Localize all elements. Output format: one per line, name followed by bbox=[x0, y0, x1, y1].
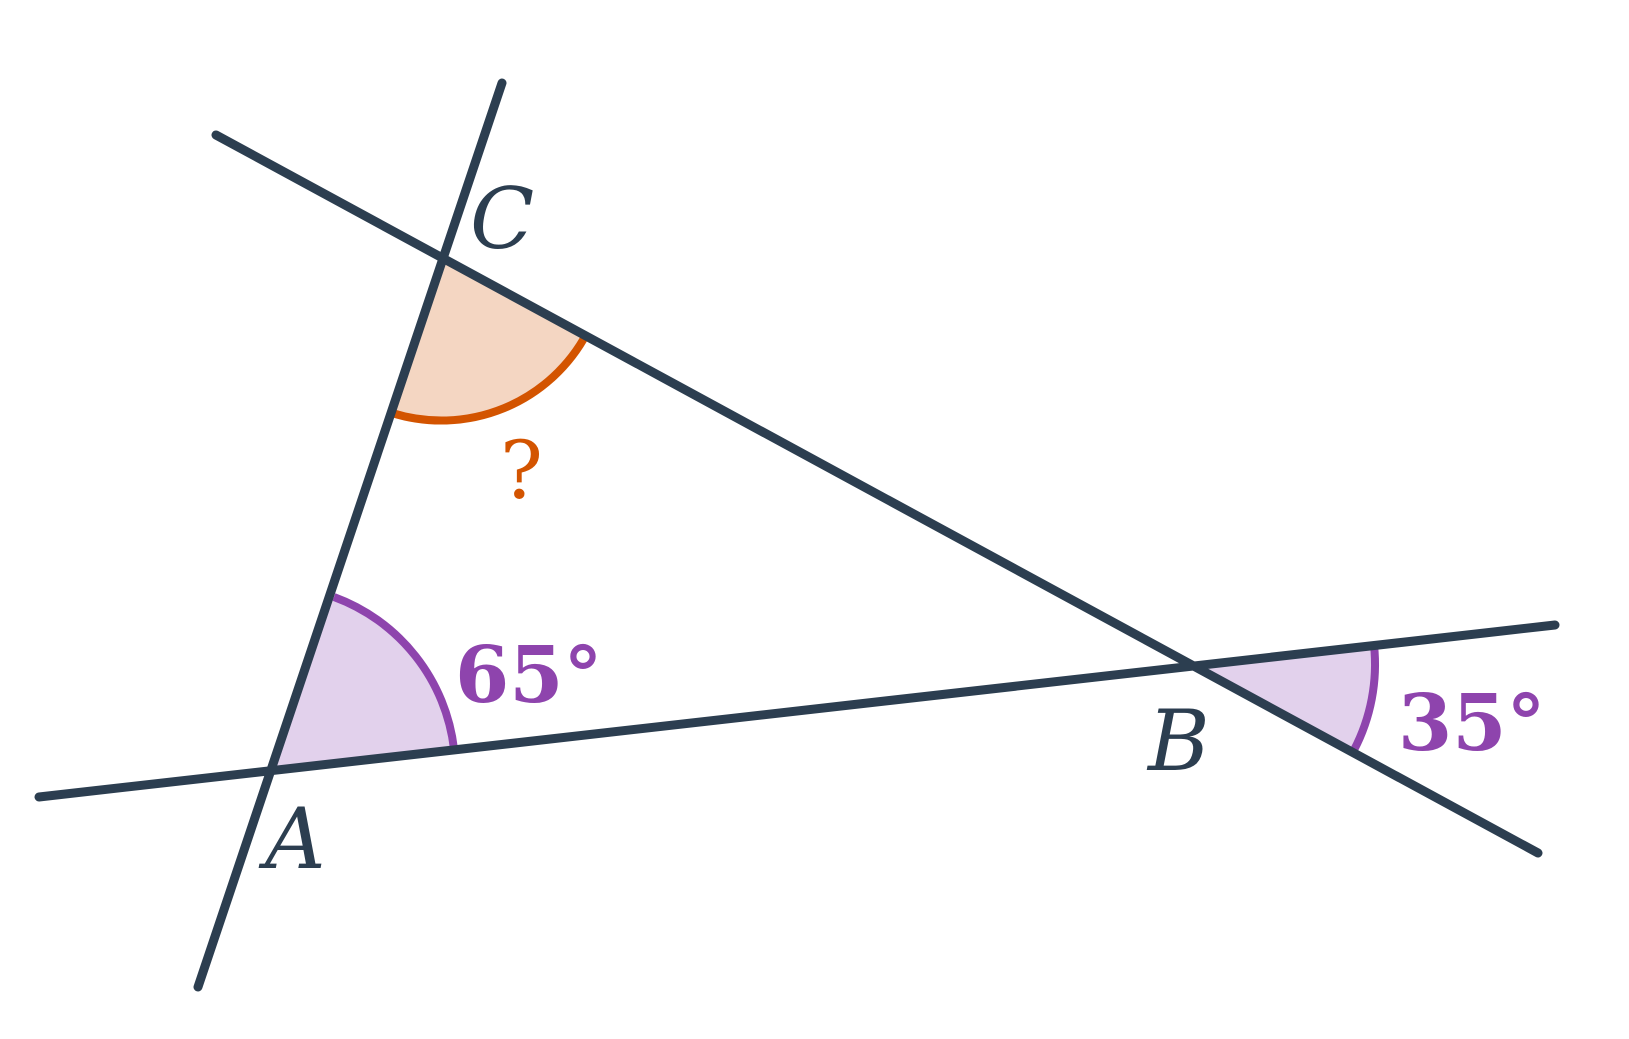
angle-b-sector bbox=[1192, 645, 1376, 750]
angle-c-arc bbox=[390, 331, 591, 425]
line-through-c-and-a bbox=[193, 78, 507, 992]
vertex-label-b: B bbox=[1146, 692, 1210, 790]
line-through-c-and-b bbox=[211, 130, 1543, 858]
angle-label-c: ? bbox=[500, 424, 543, 517]
vertex-label-c: C bbox=[470, 170, 534, 268]
angle-a-sector bbox=[270, 597, 454, 770]
angle-label-b: 35° bbox=[1398, 678, 1546, 769]
angle-a-arc bbox=[332, 593, 458, 750]
angle-b-arc bbox=[1350, 644, 1380, 752]
line-through-a-and-b bbox=[34, 620, 1560, 802]
angle-label-a: 65° bbox=[455, 630, 603, 721]
vertex-label-a: A bbox=[258, 790, 326, 888]
angle-c-sector bbox=[392, 255, 587, 421]
